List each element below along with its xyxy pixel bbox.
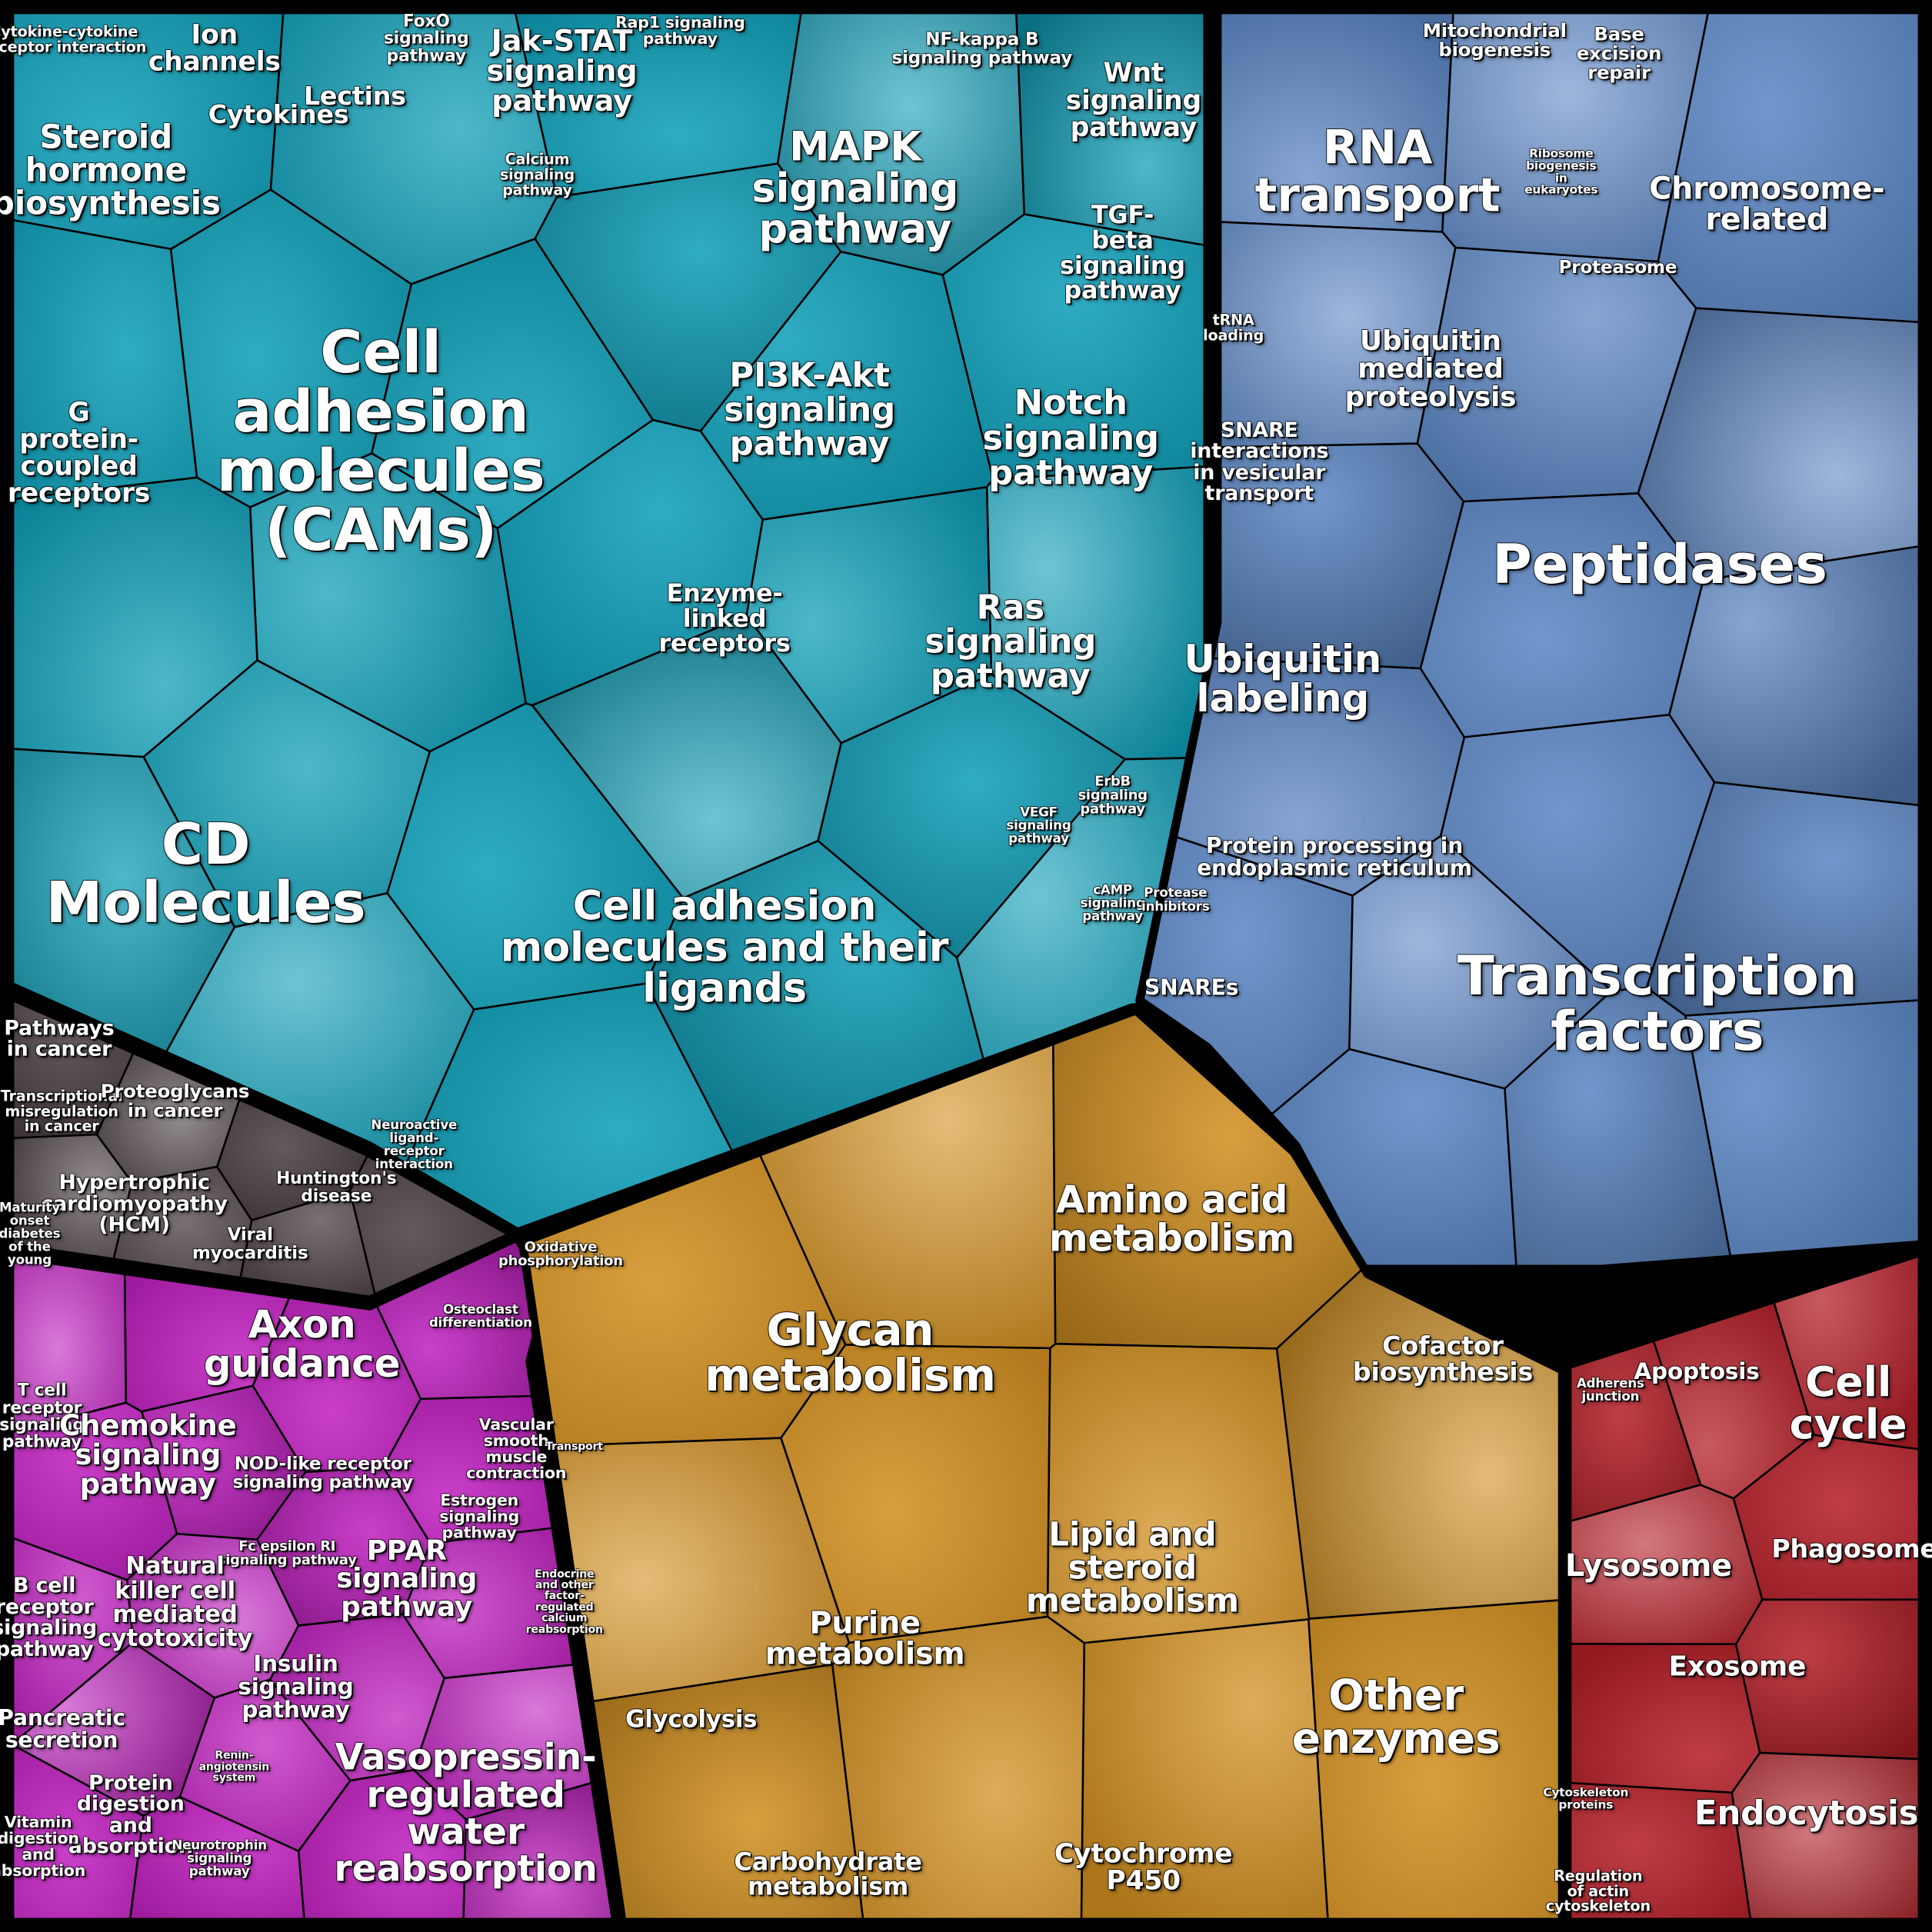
treemap-cell[interactable] bbox=[1216, 221, 1457, 448]
treemap-cell[interactable] bbox=[1348, 834, 1613, 1090]
treemap-cell[interactable] bbox=[1668, 545, 1924, 807]
treemap-cell[interactable] bbox=[401, 1527, 578, 1680]
treemap-cell[interactable] bbox=[1275, 1266, 1564, 1620]
treemap-cell[interactable] bbox=[588, 1663, 864, 1924]
treemap-cell[interactable] bbox=[941, 213, 1209, 481]
region-disease bbox=[8, 994, 516, 1301]
treemap-cell[interactable] bbox=[1080, 1618, 1329, 1924]
region-immune bbox=[8, 1236, 618, 1924]
region-outline-metabolism bbox=[518, 1006, 1567, 1927]
treemap-cell[interactable] bbox=[1208, 442, 1465, 670]
treemap-cell[interactable] bbox=[745, 486, 993, 744]
treemap-cell[interactable] bbox=[831, 1615, 1086, 1924]
treemap-cell[interactable] bbox=[1734, 1598, 1924, 1760]
treemap-cell[interactable] bbox=[8, 218, 198, 501]
treemap-cell[interactable] bbox=[1419, 492, 1704, 738]
treemap-cell[interactable] bbox=[1216, 8, 1454, 233]
treemap-cell[interactable] bbox=[1046, 1342, 1311, 1644]
treemap-cell[interactable] bbox=[141, 1384, 307, 1541]
region-outline-disease bbox=[5, 991, 520, 1304]
treemap-cell[interactable] bbox=[169, 188, 413, 508]
region-proteins bbox=[1138, 8, 1924, 1271]
region-metabolism bbox=[521, 1009, 1564, 1924]
treemap-cell[interactable] bbox=[1566, 1781, 1752, 1924]
treemap-cell[interactable] bbox=[142, 659, 431, 928]
treemap-cell[interactable] bbox=[1730, 1751, 1924, 1924]
region-cellular bbox=[1566, 1251, 1924, 1924]
treemap-cell[interactable] bbox=[1307, 1599, 1564, 1924]
region-outline-cellular bbox=[1563, 1247, 1927, 1927]
treemap-cell[interactable] bbox=[1014, 8, 1209, 247]
treemap-cell[interactable] bbox=[496, 418, 764, 707]
treemap-cell[interactable] bbox=[1566, 1642, 1761, 1794]
treemap-cell[interactable] bbox=[8, 1253, 127, 1434]
